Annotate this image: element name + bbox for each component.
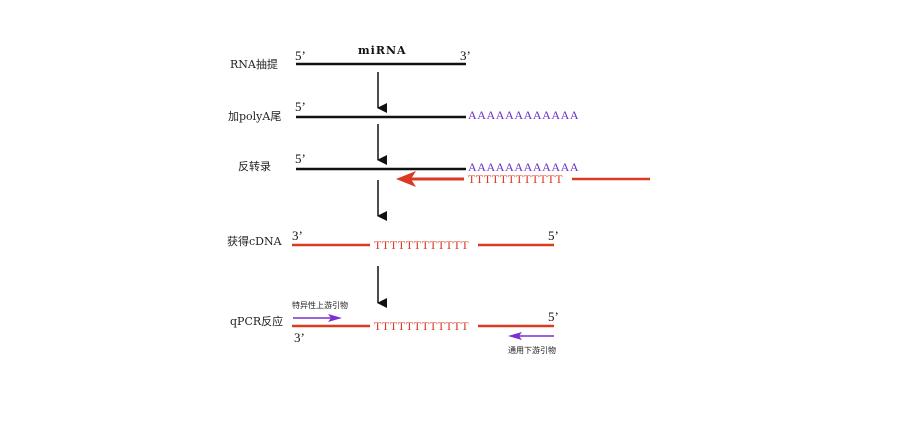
five-prime-label-row1: 5’ [295, 48, 306, 63]
five-prime-label-row4: 5’ [548, 228, 559, 243]
five-prime-label-row2: 5’ [295, 99, 306, 114]
stage-label-reverse-transcription: 反转录 [238, 159, 271, 173]
reverse-primer-arrow-icon [508, 332, 522, 340]
five-prime-label-row3: 5’ [295, 151, 306, 166]
polya-tail-rt: AAAAAAAAAAAA [468, 160, 579, 174]
polyt-primer-seq: TTTTTTTTTTTT [468, 172, 563, 186]
stage-label-get-cdna: 获得cDNA [227, 235, 283, 248]
reverse-primer-label: 通用下游引物 [508, 345, 556, 355]
cdna-polyt: TTTTTTTTTTTT [374, 238, 469, 252]
forward-primer-label: 特异性上游引物 [292, 300, 348, 310]
forward-primer-arrow-icon [328, 314, 342, 322]
three-prime-label-row5: 3’ [294, 330, 305, 345]
mirna-title: miRNA [358, 44, 407, 57]
polya-tail: AAAAAAAAAAAA [468, 108, 579, 122]
stage-label-qpcr: qPCR反应 [230, 314, 283, 328]
five-prime-label-row5: 5’ [548, 309, 559, 324]
qpcr-polyt: TTTTTTTTTTTT [374, 319, 469, 333]
rt-arrow-icon [396, 171, 416, 187]
three-prime-label-row4: 3’ [292, 228, 303, 243]
three-prime-label-row1: 3’ [460, 48, 471, 63]
stage-label-add-polya: 加polyA尾 [228, 110, 281, 123]
stage-label-rna-extraction: RNA抽提 [230, 57, 278, 71]
